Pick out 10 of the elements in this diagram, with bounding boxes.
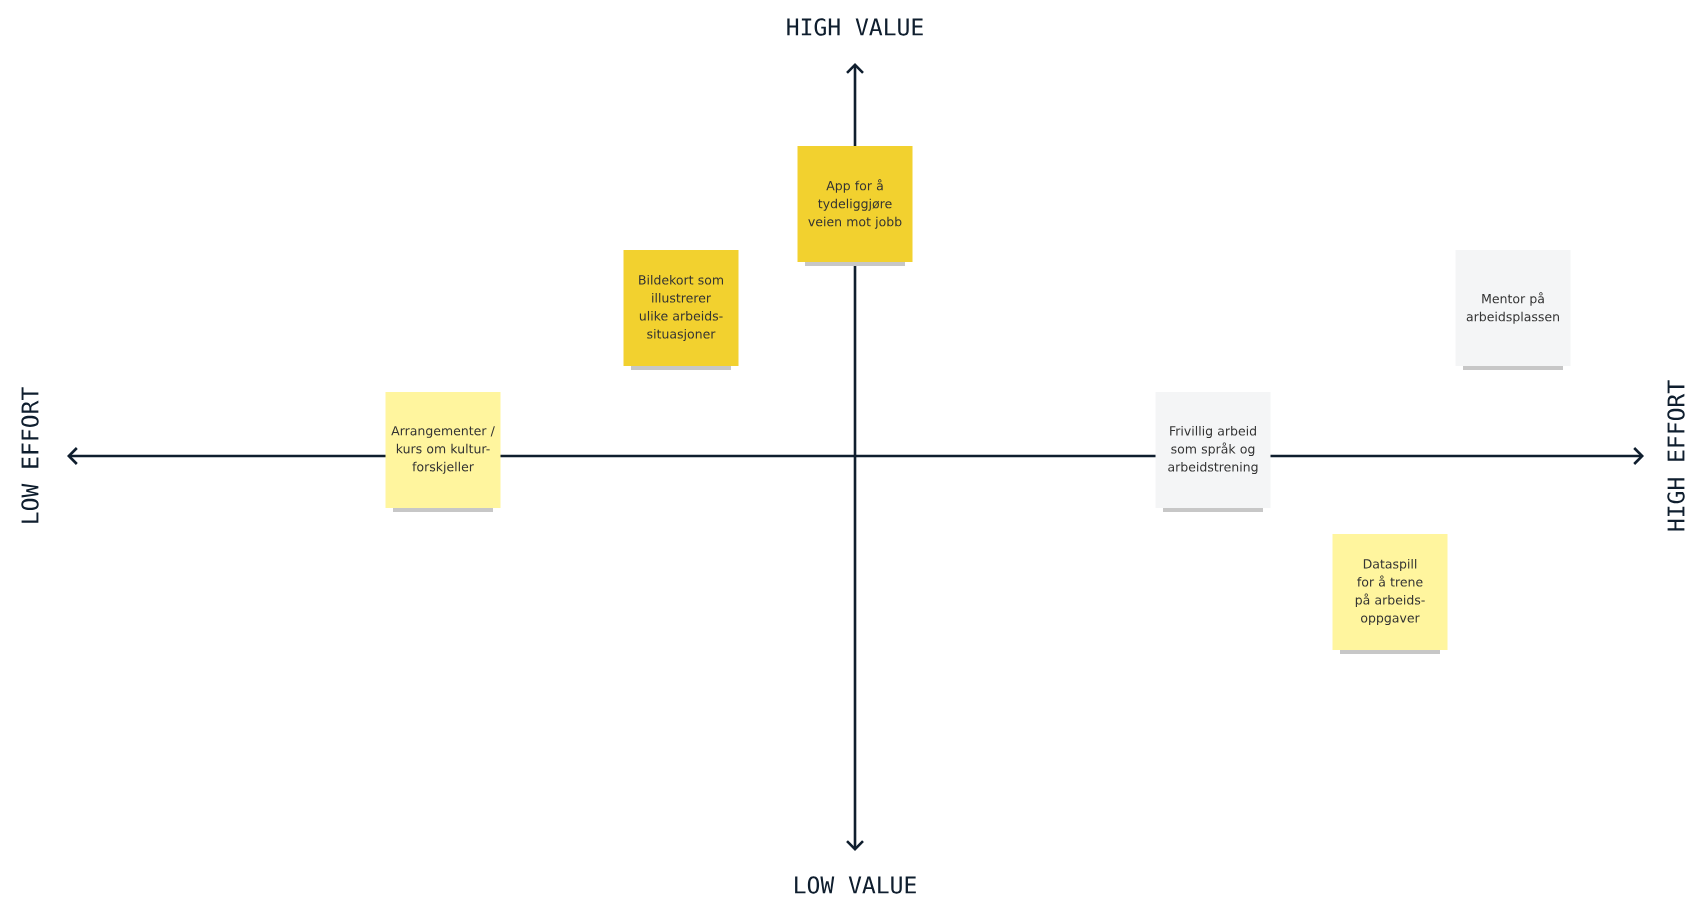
sticky-note: Arrangementer / kurs om kultur- forskjeller bbox=[385, 392, 501, 512]
sticky-note: Frivillig arbeid som språk og arbeidstrening bbox=[1155, 392, 1271, 512]
axis-label: LOW EFFORT bbox=[21, 387, 39, 523]
axis-label: HIGH EFFORT bbox=[1667, 380, 1685, 531]
sticky-note: App for å tydeliggjøre veien mot jobb bbox=[797, 146, 913, 266]
axis-label: LOW VALUE bbox=[795, 876, 916, 894]
sticky-note: Dataspill for å trene på arbeids- oppgaver bbox=[1332, 534, 1448, 654]
sticky-note: Bildekort som illustrerer ulike arbeids- situasjoner bbox=[623, 250, 739, 370]
axis-label: HIGH VALUE bbox=[787, 18, 923, 36]
sticky-note: Mentor på arbeidsplassen bbox=[1455, 250, 1571, 370]
